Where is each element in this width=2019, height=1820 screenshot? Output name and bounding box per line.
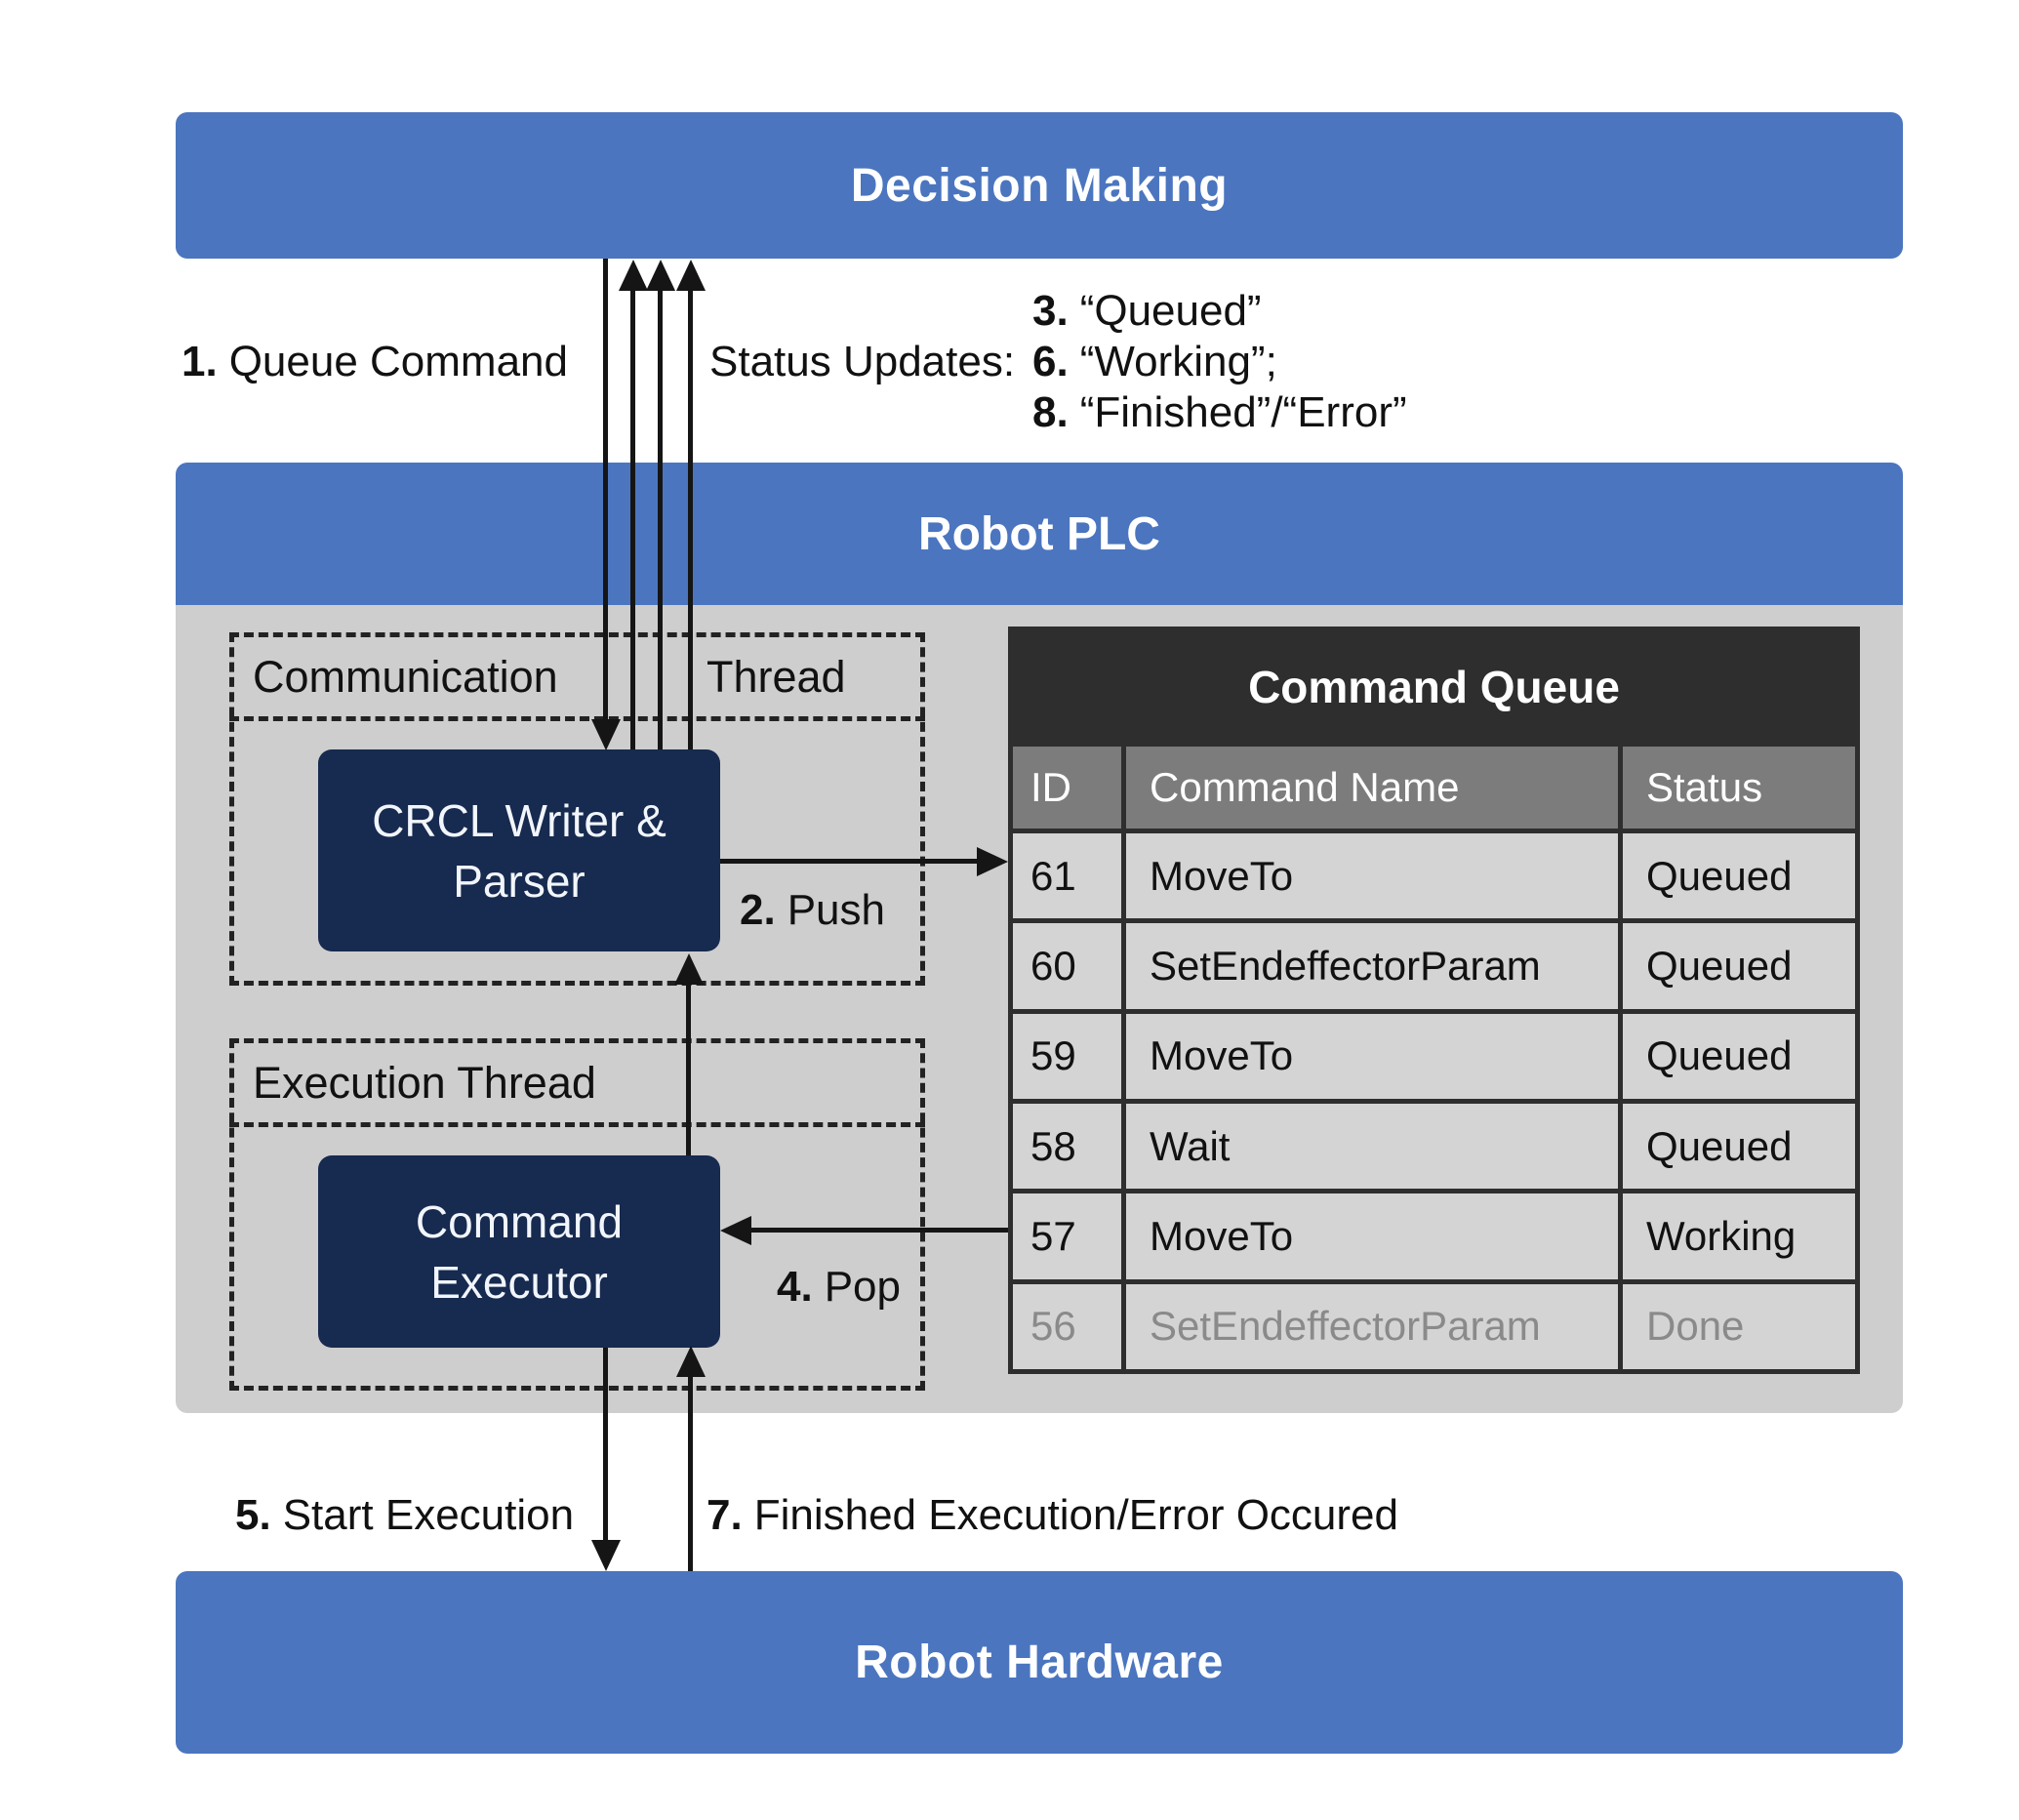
status-finished-number: 8. — [1032, 388, 1069, 436]
start-execution-label: 5.Start Execution — [235, 1491, 574, 1540]
pop-arrow-line — [749, 1228, 1008, 1233]
communication-thread-label-left: Communication — [253, 652, 558, 702]
table-row-58: 58 Wait Queued — [1013, 1098, 1855, 1190]
status-queued-label: 3.“Queued” — [1032, 287, 1262, 336]
table-row-59: 59 MoveTo Queued — [1013, 1008, 1855, 1099]
status-update-arrow-line-2 — [658, 289, 663, 749]
status-finished-label: 8.“Finished”/“Error” — [1032, 388, 1407, 437]
table-row-57: 57 MoveTo Working — [1013, 1189, 1855, 1279]
cell-id: 61 — [1013, 833, 1121, 919]
push-text: Push — [787, 886, 885, 934]
cell-id: 59 — [1013, 1013, 1121, 1099]
start-execution-text: Start Execution — [282, 1491, 575, 1539]
status-update-arrow-line-3 — [688, 289, 693, 749]
robot-hardware-title: Robot Hardware — [855, 1637, 1224, 1688]
robot-plc-title: Robot PLC — [918, 507, 1160, 560]
cell-status: Queued — [1618, 923, 1855, 1009]
communication-thread-label-right: Thread — [707, 652, 846, 702]
column-header-status: Status — [1618, 747, 1855, 829]
cell-command-name: MoveTo — [1121, 1193, 1618, 1279]
status-updates-label: Status Updates: — [709, 338, 1015, 386]
cell-status: Queued — [1618, 833, 1855, 919]
cell-status: Done — [1618, 1283, 1855, 1369]
executor-to-crcl-arrow-line — [686, 983, 691, 1155]
cell-command-name: SetEndeffectorParam — [1121, 1283, 1618, 1369]
command-executor-line2: Executor — [430, 1256, 608, 1308]
column-header-command-name: Command Name — [1121, 747, 1618, 829]
push-arrowhead — [977, 847, 1008, 876]
status-working-label: 6.“Working”; — [1032, 338, 1277, 386]
start-execution-number: 5. — [235, 1491, 271, 1539]
column-header-id: ID — [1013, 747, 1121, 829]
queue-command-arrowhead — [591, 719, 621, 750]
status-update-arrow-line-1 — [630, 289, 635, 749]
table-row-56: 56 SetEndeffectorParam Done — [1013, 1278, 1855, 1369]
pop-label: 4.Pop — [777, 1263, 901, 1312]
status-queued-text: “Queued” — [1079, 287, 1262, 335]
cell-status: Queued — [1618, 1013, 1855, 1099]
cell-id: 57 — [1013, 1193, 1121, 1279]
queue-command-label: 1.Queue Command — [182, 338, 568, 386]
status-queued-number: 3. — [1032, 287, 1069, 335]
status-working-text: “Working”; — [1079, 338, 1277, 385]
robot-hardware-layer: Robot Hardware — [176, 1571, 1903, 1754]
executor-to-crcl-arrowhead — [674, 953, 704, 985]
command-executor-line1: Command — [415, 1195, 624, 1247]
execution-thread-label: Execution Thread — [253, 1058, 596, 1108]
cell-command-name: MoveTo — [1121, 1013, 1618, 1099]
cell-command-name: MoveTo — [1121, 833, 1618, 919]
execution-thread-box — [229, 1038, 925, 1391]
robot-plc-header: Robot PLC — [176, 463, 1903, 605]
start-execution-arrowhead — [591, 1540, 621, 1571]
finished-execution-number: 7. — [707, 1491, 743, 1539]
command-queue-header-row: ID Command Name Status — [1013, 742, 1855, 829]
cell-command-name: SetEndeffectorParam — [1121, 923, 1618, 1009]
push-number: 2. — [740, 886, 776, 934]
finished-execution-label: 7.Finished Execution/Error Occured — [707, 1491, 1398, 1540]
start-execution-arrow-line — [603, 1348, 608, 1542]
command-queue-table: Command Queue ID Command Name Status 61 … — [1008, 627, 1860, 1374]
queue-command-arrow-line — [603, 259, 608, 721]
crcl-writer-parser-line1: CRCL Writer & — [372, 794, 666, 846]
cell-id: 56 — [1013, 1283, 1121, 1369]
push-label: 2.Push — [740, 886, 885, 935]
table-row-60: 60 SetEndeffectorParam Queued — [1013, 918, 1855, 1009]
cell-status: Queued — [1618, 1103, 1855, 1190]
command-queue-title: Command Queue — [1013, 631, 1855, 742]
crcl-writer-parser-box: CRCL Writer & Parser — [318, 749, 720, 951]
status-update-arrowhead-1 — [619, 260, 648, 291]
crcl-writer-parser-line2: Parser — [453, 855, 586, 907]
cell-command-name: Wait — [1121, 1103, 1618, 1190]
status-update-arrowhead-2 — [646, 260, 675, 291]
queue-command-number: 1. — [182, 338, 218, 385]
status-updates-text: Status Updates: — [709, 338, 1016, 385]
queue-command-text: Queue Command — [228, 338, 568, 385]
pop-arrowhead — [720, 1216, 751, 1245]
decision-making-layer: Decision Making — [176, 112, 1903, 259]
communication-thread-box — [229, 632, 925, 986]
cell-status: Working — [1618, 1193, 1855, 1279]
execution-thread-divider — [229, 1122, 925, 1127]
finished-execution-arrow-line — [688, 1375, 693, 1571]
table-row-61: 61 MoveTo Queued — [1013, 829, 1855, 919]
status-working-number: 6. — [1032, 338, 1069, 385]
decision-making-title: Decision Making — [850, 159, 1229, 212]
push-arrow-line — [720, 859, 981, 864]
command-executor-box: Command Executor — [318, 1155, 720, 1348]
finished-execution-arrowhead — [676, 1346, 706, 1377]
status-update-arrowhead-3 — [676, 260, 706, 291]
cell-id: 58 — [1013, 1103, 1121, 1190]
cell-id: 60 — [1013, 923, 1121, 1009]
finished-execution-text: Finished Execution/Error Occured — [753, 1491, 1398, 1539]
communication-thread-divider — [229, 716, 925, 721]
status-finished-text: “Finished”/“Error” — [1079, 388, 1407, 436]
pop-text: Pop — [824, 1263, 901, 1311]
pop-number: 4. — [777, 1263, 813, 1311]
